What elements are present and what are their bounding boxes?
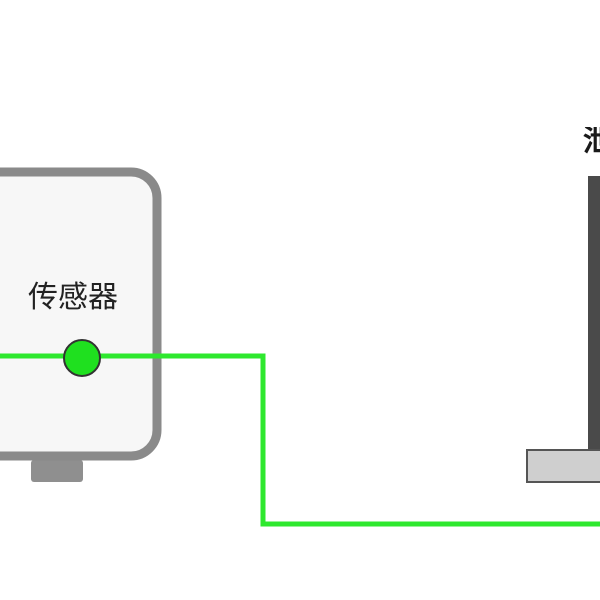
sensor-dot <box>63 339 101 377</box>
sensor-label: 传感器 <box>28 280 118 315</box>
signal-wire <box>0 353 600 527</box>
stand-base <box>526 449 600 483</box>
housing-foot <box>31 460 83 482</box>
stand-post <box>588 176 600 452</box>
sensor-housing <box>0 167 162 461</box>
edge-label: 泄 <box>583 127 600 157</box>
